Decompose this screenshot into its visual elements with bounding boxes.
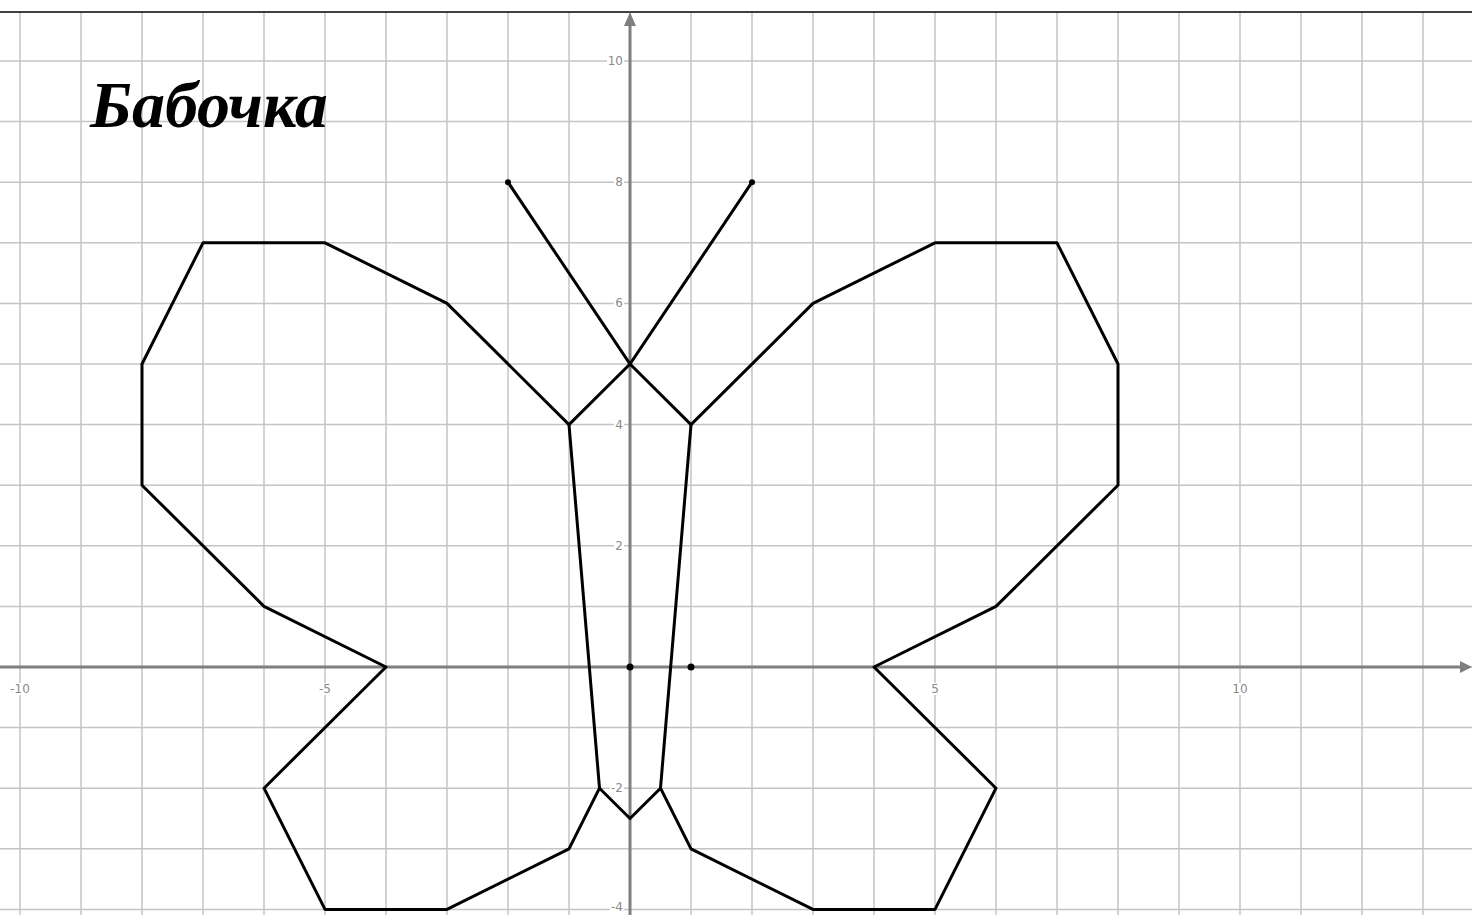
grid-line xyxy=(80,12,82,915)
grid-line xyxy=(446,12,448,915)
grid-line xyxy=(0,787,1472,789)
axis-number: 4 xyxy=(614,419,624,431)
grid-line xyxy=(1178,12,1180,915)
title: Бабочка xyxy=(90,72,328,138)
grid-line xyxy=(1056,12,1058,915)
grid-line xyxy=(1361,12,1363,915)
butterfly-antennae xyxy=(508,182,752,364)
point xyxy=(505,179,511,185)
grid-line xyxy=(1239,12,1241,915)
axis-number: -5 xyxy=(318,683,332,695)
butterfly-outline xyxy=(142,243,1118,910)
grid-line xyxy=(19,12,21,915)
grid-line xyxy=(0,60,1472,62)
butterfly-body xyxy=(661,425,692,789)
grid-line xyxy=(690,12,692,915)
x-axis xyxy=(0,666,1462,669)
grid-line xyxy=(0,848,1472,850)
axis-number: 2 xyxy=(614,540,624,552)
grid-line xyxy=(0,666,1472,668)
axis-number: -10 xyxy=(9,683,31,695)
axis-number: -4 xyxy=(610,901,624,913)
grid-line xyxy=(0,545,1472,547)
point xyxy=(749,179,755,185)
grid-line xyxy=(0,484,1472,486)
grid-line xyxy=(507,12,509,915)
axis-number: 5 xyxy=(930,683,940,695)
y-axis-arrow xyxy=(624,12,636,26)
grid-line xyxy=(0,909,1472,911)
grid-line xyxy=(0,606,1472,608)
grid-line xyxy=(324,12,326,915)
axis-number: -2 xyxy=(610,782,624,794)
top-border xyxy=(0,11,1472,13)
grid-line xyxy=(1300,12,1302,915)
grid-line xyxy=(812,12,814,915)
axis-number: 10 xyxy=(1231,683,1248,695)
grid-line xyxy=(202,12,204,915)
grid-line xyxy=(263,12,265,915)
butterfly-body xyxy=(569,425,600,789)
grid-line xyxy=(0,181,1472,183)
grid-line xyxy=(385,12,387,915)
grid-line xyxy=(568,12,570,915)
grid-line xyxy=(934,12,936,915)
grid-line xyxy=(0,727,1472,729)
axis-number: 8 xyxy=(614,176,624,188)
grid-line xyxy=(873,12,875,915)
point xyxy=(627,664,634,671)
grid-line xyxy=(0,363,1472,365)
grid-lines xyxy=(0,12,1472,915)
y-axis xyxy=(629,22,632,915)
point xyxy=(688,664,695,671)
x-axis-arrow xyxy=(1460,661,1472,673)
grid-line xyxy=(995,12,997,915)
grid-line xyxy=(751,12,753,915)
grid-line xyxy=(0,303,1472,305)
grid-line xyxy=(0,424,1472,426)
grid-line xyxy=(629,12,631,915)
grid-line xyxy=(1422,12,1424,915)
axis-number: 10 xyxy=(607,55,624,67)
axis-number: 6 xyxy=(614,297,624,309)
